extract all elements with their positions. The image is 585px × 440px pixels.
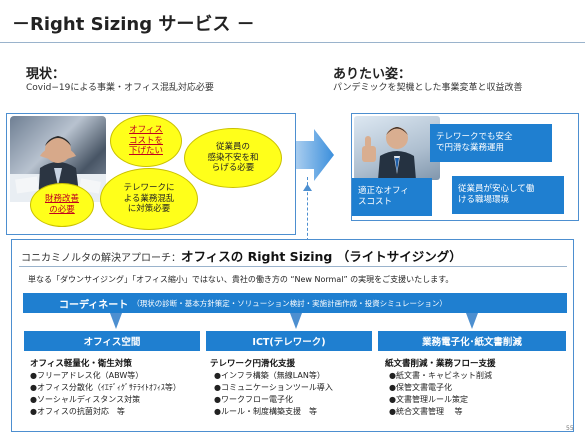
list-item: ●オフィスの抗菌対応 等 [30,407,125,416]
column-title-ict: テレワーク円滑化支援 [210,359,296,369]
list-item: ●ルール・制度構築支援 等 [214,407,317,416]
approach-title-main: オフィスの Right Sizing （ライトサイジング） [181,249,462,264]
down-arrow-icon [466,313,478,333]
goal-heading: ありたい姿： [333,67,412,82]
up-arrow-icon [303,176,312,195]
current-subheading: Covid−19による事業・オフィス混乱対応必要 [26,83,214,93]
goal-box-safe-workplace: 従業員が安心して働 ける職場環境 [452,176,564,214]
list-item: ●統合文書管理 等 [389,407,463,416]
list-item: ●ワークフロー電子化 [214,395,293,404]
current-heading: 現状： [26,67,66,82]
approach-title-prefix: コニカミノルタの解決アプローチ： [21,253,181,264]
column-header-digitization: 業務電子化･紙文書削減 [378,331,566,351]
down-arrow-icon [110,313,122,333]
bubble-financial-improvement: 財務改善 の必要 [30,183,94,227]
column-list-office-space: ●フリーアドレス化（ABW等） ●オフィス分散化（ｲｴﾃﾞｨｸﾞｻﾃﾗｲﾄｵﾌｨ… [30,370,181,418]
list-item: ●コミュニケーションツール導入 [214,383,333,392]
coordinate-label: コーディネート [59,299,129,311]
list-item: ●保管文書電子化 [389,383,452,392]
list-item: ●ソーシャルディスタンス対策 [30,395,141,404]
thumbs-up-businessman-photo [354,116,440,180]
page-number: 55 [566,425,574,432]
list-item: ●文書管理ルール策定 [389,395,468,404]
coordinate-bar: コーディネート （現状の診断・基本方針策定・ソリューション検討・実施計画作成・投… [23,293,567,313]
column-list-ict: ●インフラ構築（無線LAN等） ●コミュニケーションツール導入 ●ワークフロー電… [214,370,333,418]
down-arrow-icon [290,313,302,333]
goal-box-office-cost: 適正なオフィ スコスト [352,178,432,216]
goal-subheading: パンデミックを契機とした事業変革と収益改善 [333,83,523,93]
bubble-employee-anxiety: 従業員の 感染不安を和 らげる必要 [184,128,282,188]
bubble-office-cost: オフィス コストを 下げたい [110,115,182,167]
page-title: －Right Sizing サービス － [12,14,255,35]
coordinate-detail: （現状の診断・基本方針策定・ソリューション検討・実施計画作成・投資シミュレーショ… [132,298,447,308]
column-header-ict: ICT(テレワーク) [206,331,372,351]
list-item: ●フリーアドレス化（ABW等） [30,371,144,380]
column-list-digitization: ●紙文書・キャビネット削減 ●保管文書電子化 ●文書管理ルール策定 ●統合文書管… [389,370,492,418]
list-item: ●オフィス分散化（ｲｴﾃﾞｨｸﾞｻﾃﾗｲﾄｵﾌｨｽ等） [30,383,181,392]
connector-dashed-line [307,177,309,241]
column-title-digitization: 紙文書削減・業務フロー支援 [385,359,496,369]
list-item: ●インフラ構築（無線LAN等） [214,371,325,380]
goal-box-safe-telework: テレワークでも安全 で円滑な業務運用 [430,124,552,162]
approach-divider [19,266,567,267]
transition-arrow-icon [294,127,336,187]
approach-title: コニカミノルタの解決アプローチ：オフィスの Right Sizing （ライトサ… [21,246,462,265]
list-item: ●紙文書・キャビネット削減 [389,371,492,380]
title-divider [0,42,585,43]
bubble-telework-confusion: テレワークに よる業務混乱 に対策必要 [100,168,198,230]
column-header-office-space: オフィス空間 [24,331,200,351]
column-title-office-space: オフィス軽量化・衛生対策 [30,359,132,369]
approach-description: 単なる「ダウンサイジング」「オフィス縮小」ではない、貴社の働き方の “New N… [28,275,454,284]
